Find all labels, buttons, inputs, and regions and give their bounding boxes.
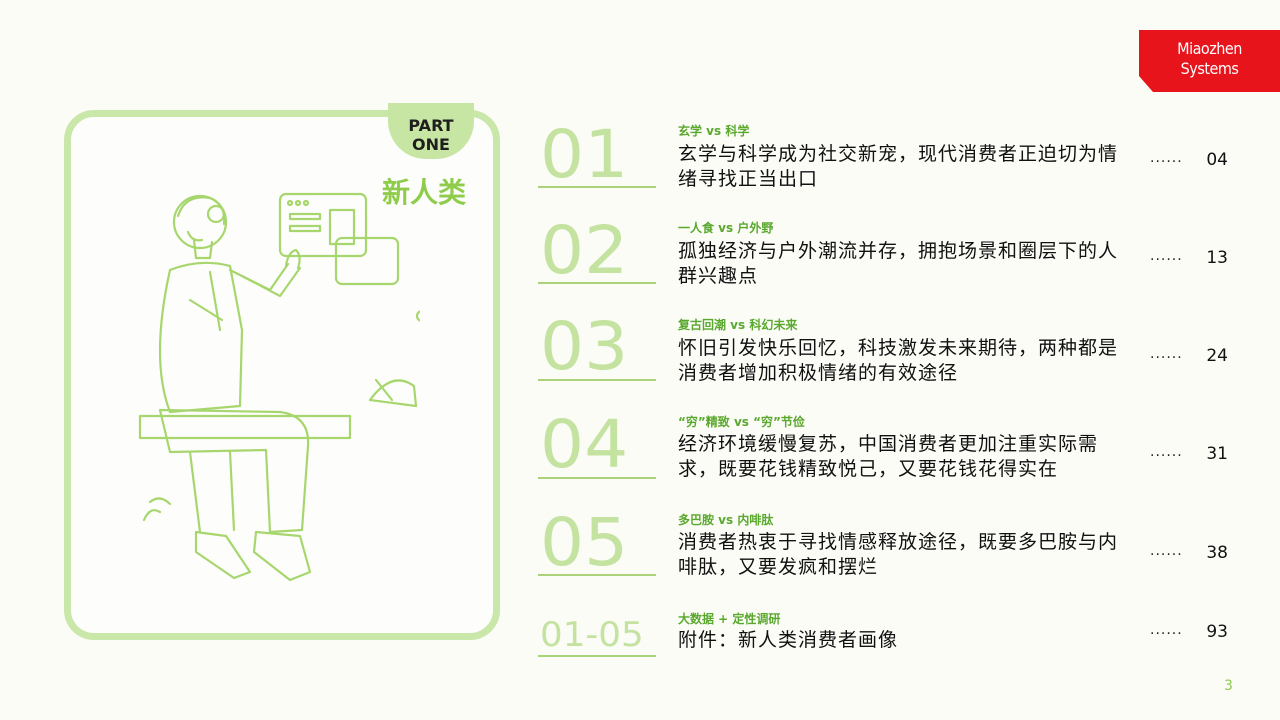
part-card bbox=[64, 110, 500, 640]
toc-page-number: 31 bbox=[1206, 444, 1228, 464]
toc-description: 消费者热衷于寻找情感释放途径，既要多巴胺与内啡肽，又要发疯和摆烂 bbox=[678, 531, 1119, 578]
toc-description: 附件：新人类消费者画像 bbox=[678, 629, 899, 651]
toc-category: 大数据 + 定性调研 bbox=[678, 612, 781, 626]
toc-divider bbox=[538, 282, 656, 284]
toc-page-number: 38 bbox=[1206, 543, 1228, 563]
toc-description: 孤独经济与户外潮流并存，拥抱场景和圈层下的人群兴趣点 bbox=[678, 240, 1119, 287]
toc-leader-dots: ...... bbox=[1150, 150, 1183, 166]
toc-number: 02 bbox=[540, 216, 629, 286]
toc-divider bbox=[538, 379, 656, 381]
toc-leader-dots: ...... bbox=[1150, 444, 1183, 460]
toc-leader-dots: ...... bbox=[1150, 622, 1183, 638]
toc-description: 玄学与科学成为社交新宠，现代消费者正迫切为情绪寻找正当出口 bbox=[678, 143, 1119, 190]
toc-number: 03 bbox=[540, 312, 629, 382]
logo-line-2: Systems bbox=[1180, 59, 1239, 78]
toc-page-number: 93 bbox=[1206, 622, 1228, 642]
toc-leader-dots: ...... bbox=[1150, 346, 1183, 362]
miaozhen-logo: Miaozhen Systems bbox=[1139, 30, 1280, 92]
toc-number: 04 bbox=[540, 410, 629, 480]
toc-description: 经济环境缓慢复苏，中国消费者更加注重实际需求，既要花钱精致悦己，又要花钱花得实在 bbox=[678, 433, 1099, 480]
person-tablet-illustration bbox=[138, 192, 420, 582]
toc-category: 复古回潮 vs 科幻未来 bbox=[678, 318, 798, 332]
part-badge-line-2: ONE bbox=[412, 135, 450, 154]
toc-page-number: 04 bbox=[1206, 150, 1228, 170]
part-badge-line-1: PART bbox=[408, 116, 454, 135]
part-badge: PART ONE bbox=[388, 103, 474, 159]
toc-divider bbox=[538, 655, 656, 657]
logo-line-1: Miaozhen bbox=[1177, 39, 1242, 58]
toc-page-number: 24 bbox=[1206, 346, 1228, 366]
toc-leader-dots: ...... bbox=[1150, 543, 1183, 559]
toc-category: “穷”精致 vs “穷”节俭 bbox=[678, 415, 805, 429]
toc-number: 05 bbox=[540, 508, 629, 578]
toc-category: 玄学 vs 科学 bbox=[678, 124, 750, 138]
toc-page-number: 13 bbox=[1206, 248, 1228, 268]
slide-number: 3 bbox=[1224, 678, 1233, 694]
toc-leader-dots: ...... bbox=[1150, 248, 1183, 264]
toc-description: 怀旧引发快乐回忆，科技激发未来期待，两种都是消费者增加积极情绪的有效途径 bbox=[678, 337, 1119, 384]
toc-divider bbox=[538, 477, 656, 479]
toc-divider bbox=[538, 574, 656, 576]
toc-divider bbox=[538, 186, 656, 188]
toc-category: 一人食 vs 户外野 bbox=[678, 221, 774, 235]
part-title: 新人类 bbox=[382, 176, 467, 209]
toc-number: 01-05 bbox=[540, 618, 644, 652]
toc-number: 01 bbox=[540, 120, 629, 190]
toc-category: 多巴胺 vs 内啡肽 bbox=[678, 513, 774, 527]
